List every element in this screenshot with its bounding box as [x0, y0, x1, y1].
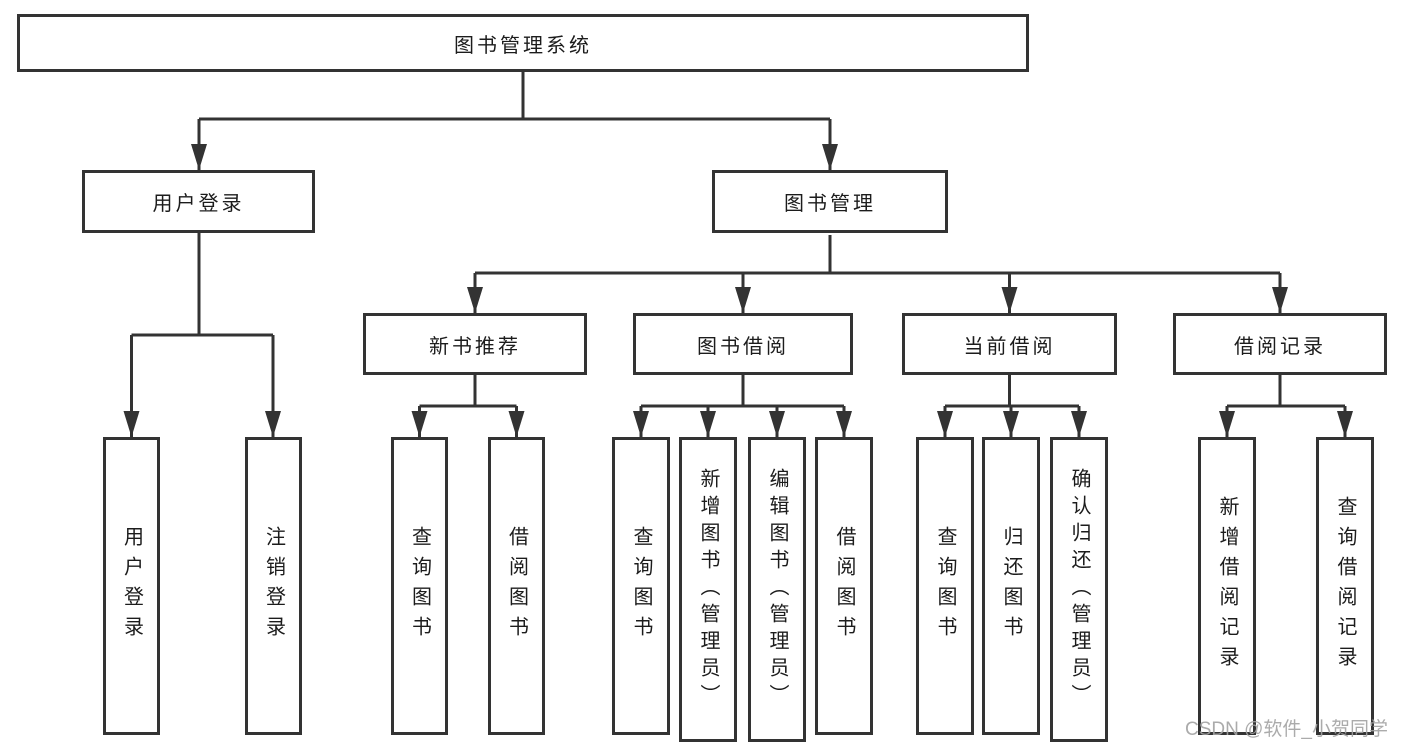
arrow-down-icon	[836, 411, 852, 437]
arrow-down-icon	[411, 411, 428, 437]
arrow-down-icon	[1219, 411, 1235, 437]
node-current-borrowing-label: 当前借阅	[963, 335, 1056, 358]
node-root-system: 图书管理系统	[17, 14, 1029, 72]
node-user-login: 用户登录	[82, 170, 315, 233]
leaf-add-borrow-record-label: 新增借阅记录	[1216, 496, 1238, 676]
arrow-down-icon	[700, 411, 716, 437]
leaf-confirm-return-admin-label: 确认归还（管理员）	[1068, 468, 1090, 711]
arrow-down-icon	[822, 144, 838, 170]
leaf-borrow-books-borrowing-label: 借阅图书	[833, 526, 855, 646]
leaf-edit-books-admin-label: 编辑图书（管理员）	[766, 468, 788, 711]
arrow-down-icon	[937, 411, 953, 437]
node-borrow-records: 借阅记录	[1173, 313, 1387, 375]
node-book-borrowing-label: 图书借阅	[697, 335, 789, 358]
leaf-query-borrow-record-label: 查询借阅记录	[1334, 496, 1356, 676]
arrow-down-icon	[467, 287, 483, 313]
node-borrow-records-label: 借阅记录	[1234, 335, 1326, 358]
leaf-borrow-books-recommend-label: 借阅图书	[505, 526, 528, 646]
node-book-management: 图书管理	[712, 170, 948, 233]
arrow-down-icon	[735, 287, 751, 313]
arrow-down-icon	[508, 411, 525, 437]
leaf-query-books-current-label: 查询图书	[934, 526, 956, 646]
leaf-query-books-recommend-label: 查询图书	[408, 526, 431, 646]
leaf-add-borrow-record: 新增借阅记录	[1198, 437, 1256, 735]
leaf-return-books: 归还图书	[982, 437, 1040, 735]
arrow-down-icon	[191, 144, 207, 170]
leaf-add-books-admin-label: 新增图书（管理员）	[697, 468, 719, 711]
arrow-down-icon	[123, 411, 140, 437]
arrow-down-icon	[1337, 411, 1353, 437]
node-user-login-label: 用户登录	[152, 193, 245, 215]
leaf-query-borrow-record: 查询借阅记录	[1316, 437, 1374, 735]
arrow-down-icon	[1003, 411, 1019, 437]
node-book-borrowing: 图书借阅	[633, 313, 853, 375]
arrowheads	[123, 144, 1353, 437]
node-book-management-label: 图书管理	[784, 193, 876, 215]
leaf-user-login: 用户登录	[103, 437, 160, 735]
leaf-return-books-label: 归还图书	[1000, 526, 1022, 646]
leaf-query-books-current: 查询图书	[916, 437, 974, 735]
leaf-add-books-admin: 新增图书（管理员）	[679, 437, 737, 742]
leaf-user-login-label: 用户登录	[120, 526, 143, 646]
node-new-book-recommend: 新书推荐	[363, 313, 587, 375]
connector-lines	[130, 72, 1347, 437]
leaf-borrow-books-borrowing: 借阅图书	[815, 437, 873, 735]
leaf-confirm-return-admin: 确认归还（管理员）	[1050, 437, 1108, 742]
arrow-down-icon	[769, 411, 785, 437]
leaf-logout: 注销登录	[245, 437, 302, 735]
arrow-down-icon	[265, 411, 281, 437]
watermark: CSDN @软件_小贺同学	[1185, 719, 1388, 740]
leaf-borrow-books-recommend: 借阅图书	[488, 437, 545, 735]
arrow-down-icon	[1071, 411, 1087, 437]
arrow-down-icon	[1272, 287, 1288, 313]
node-new-book-recommend-label: 新书推荐	[429, 335, 521, 358]
leaf-edit-books-admin: 编辑图书（管理员）	[748, 437, 806, 742]
arrow-down-icon	[1001, 287, 1018, 313]
node-current-borrowing: 当前借阅	[902, 313, 1117, 375]
arrow-down-icon	[633, 411, 649, 437]
leaf-query-books-borrowing-label: 查询图书	[630, 526, 652, 646]
node-root-label: 图书管理系统	[454, 34, 592, 57]
leaf-query-books-recommend: 查询图书	[391, 437, 448, 735]
leaf-query-books-borrowing: 查询图书	[612, 437, 670, 735]
leaf-logout-label: 注销登录	[262, 526, 285, 646]
